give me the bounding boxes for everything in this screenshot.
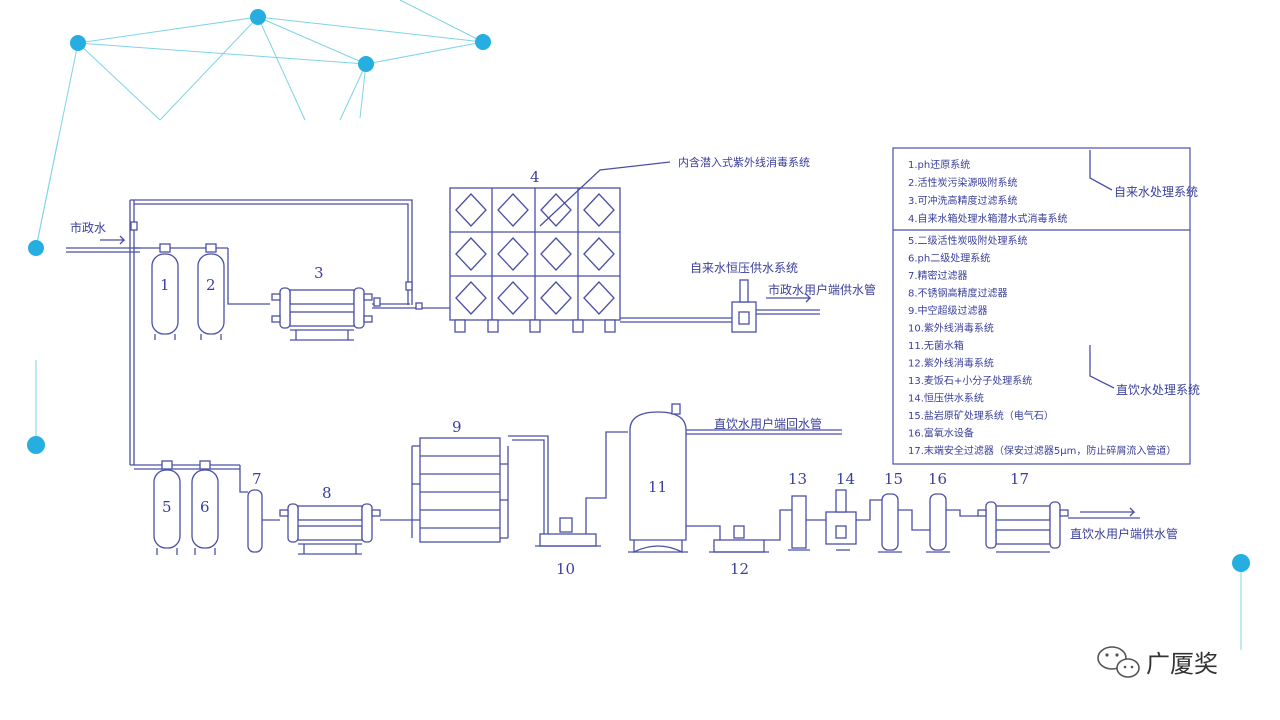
drinking-water-system: 5 6 7 8 (130, 403, 1178, 578)
tap-pressure-pump (731, 279, 757, 333)
stainless-filter-8 (279, 503, 381, 555)
network-node (28, 240, 44, 256)
network-node (475, 34, 491, 50)
valve-icon (373, 297, 381, 307)
equipment-number-3: 3 (314, 264, 324, 282)
ph-secondary-tank (191, 469, 219, 549)
network-node (250, 9, 266, 25)
watermark-text: 广厦奖 (1146, 650, 1218, 678)
equipment-number-2: 2 (206, 276, 216, 294)
legend-item: 3.可冲洗高精度过滤系统 (908, 194, 1018, 207)
panel-water-tank-4 (449, 187, 621, 333)
network-node (70, 35, 86, 51)
city-user-supply-label: 市政水用户端供水管 (768, 282, 876, 297)
drink-supply-label: 直饮水用户端供水管 (1070, 526, 1178, 541)
equipment-number-13: 13 (788, 470, 807, 488)
uv-disinfection-note: 内含潜入式紫外线消毒系统 (678, 155, 810, 169)
network-node (358, 56, 374, 72)
legend-item: 16.富氧水设备 (908, 427, 974, 440)
equipment-number-1: 1 (160, 276, 170, 294)
drink-pressure-pump-14 (825, 489, 857, 551)
legend-item: 15.盐岩原矿处理系统（电气石） (908, 409, 1054, 422)
legend-item: 7.精密过滤器 (908, 269, 968, 282)
valve-icon (415, 302, 423, 310)
tap-water-system: 市政水 1 2 (66, 155, 876, 465)
legend-item: 9.中空超级过滤器 (908, 304, 988, 317)
legend-item: 12.紫外线消毒系统 (908, 357, 994, 370)
legend-group-drink: 5.二级活性炭吸附处理系统 6.ph二级处理系统 7.精密过滤器 8.不锈钢高精度过滤… (908, 234, 1176, 457)
legend-item: 13.麦饭石+小分子处理系统 (908, 374, 1032, 387)
ph-restore-tank (151, 253, 179, 335)
uv-sterilizer-12 (709, 525, 769, 553)
drink-return-label: 直饮水用户端回水管 (714, 416, 822, 431)
equipment-number-15: 15 (884, 470, 903, 488)
tap-pressure-label: 自来水恒压供水系统 (690, 261, 798, 275)
equipment-number-9: 9 (452, 418, 462, 436)
hollow-fiber-filter-9 (411, 437, 509, 543)
valve-icon (159, 243, 171, 253)
sterile-water-tank-11 (628, 403, 688, 554)
equipment-number-14: 14 (836, 470, 855, 488)
group-tap-label: 自来水处理系统 (1114, 185, 1198, 199)
legend-item: 4.自来水箱处理水箱潜水式消毒系统 (908, 212, 1068, 225)
legend-item: 2.活性炭污染源吸附系统 (908, 176, 1018, 189)
wechat-icon (1097, 646, 1140, 678)
equipment-number-4: 4 (530, 168, 540, 186)
equipment-number-11: 11 (648, 478, 667, 496)
equipment-number-16: 16 (928, 470, 947, 488)
legend-item: 10.紫外线消毒系统 (908, 322, 994, 335)
watermark: 广厦奖 (1097, 646, 1218, 678)
uv-sterilizer-10 (535, 517, 601, 547)
legend-item: 5.二级活性炭吸附处理系统 (908, 234, 1028, 247)
network-node (27, 436, 45, 454)
equipment-number-5: 5 (162, 498, 172, 516)
mineral-unit-15 (881, 493, 899, 551)
carbon-adsorb-tank (197, 253, 225, 335)
legend-item: 6.ph二级处理系统 (908, 252, 990, 265)
valve-icon (161, 460, 173, 470)
legend-item: 11.无菌水箱 (908, 339, 964, 352)
legend-item: 8.不锈钢高精度过滤器 (908, 287, 1008, 300)
valve-icon (199, 460, 211, 470)
washable-filter-3 (271, 287, 373, 341)
equipment-number-10: 10 (556, 560, 575, 578)
legend-group-tap: 1.ph还原系统 2.活性炭污染源吸附系统 3.可冲洗高精度过滤系统 4.自来水箱处理… (908, 158, 1068, 225)
valve-icon (130, 221, 138, 231)
equipment-number-6: 6 (200, 498, 210, 516)
legend-item: 17.末端安全过滤器（保安过滤器5μm，防止碎屑流入管道） (908, 444, 1176, 457)
equipment-number-12: 12 (730, 560, 749, 578)
equipment-number-8: 8 (322, 484, 332, 502)
maifan-stone-unit-13 (791, 495, 807, 549)
oxygen-water-unit-16 (929, 493, 947, 551)
city-water-label: 市政水 (70, 220, 106, 235)
legend-item: 1.ph还原系统 (908, 158, 970, 171)
precision-filter-7 (247, 489, 263, 553)
legend-box: 1.ph还原系统 2.活性炭污染源吸附系统 3.可冲洗高精度过滤系统 4.自来水箱处理… (892, 147, 1200, 465)
equipment-number-17: 17 (1010, 470, 1029, 488)
equipment-number-7: 7 (252, 470, 262, 488)
group-drink-label: 直饮水处理系统 (1116, 383, 1200, 397)
legend-item: 14.恒压供水系统 (908, 392, 984, 405)
safety-filter-17 (977, 501, 1069, 553)
valve-icon (405, 281, 413, 291)
valve-icon (205, 243, 217, 253)
network-node (1232, 554, 1250, 572)
secondary-carbon-tank (153, 469, 181, 549)
decorative-network (27, 0, 1250, 650)
